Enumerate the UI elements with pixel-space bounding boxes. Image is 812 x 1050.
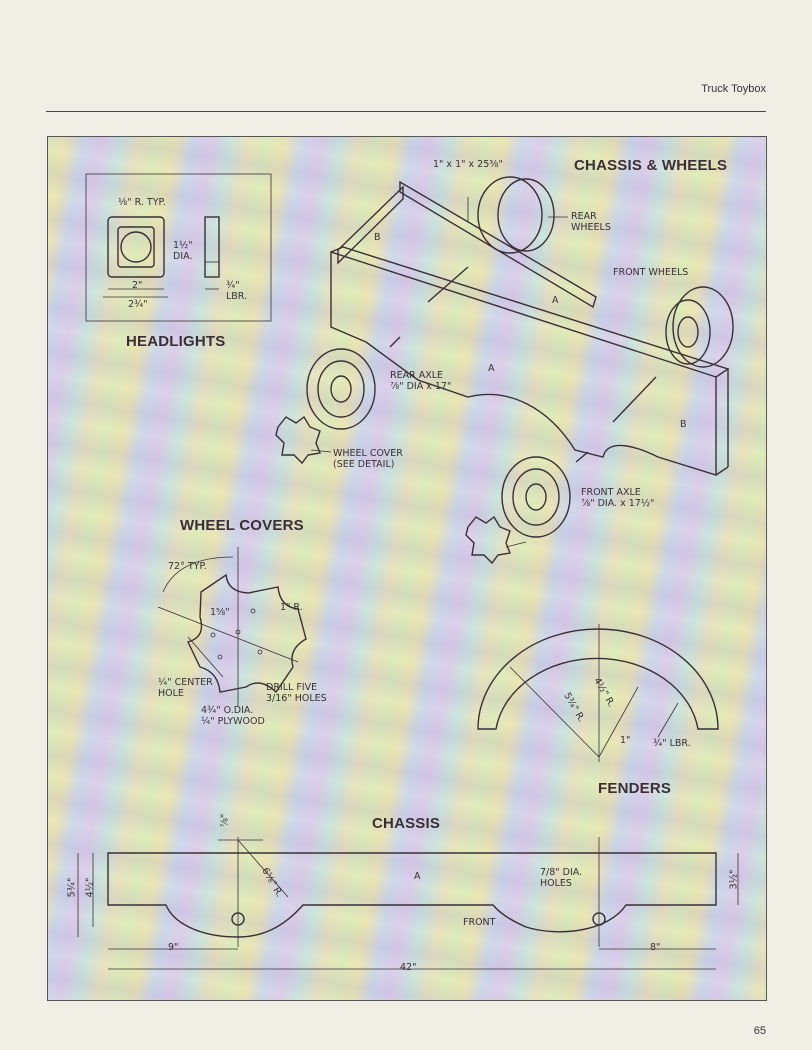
label-hl-radius: ⅛" R. TYP. bbox=[118, 197, 166, 208]
section-title-wheel-covers: WHEEL COVERS bbox=[180, 517, 304, 534]
section-title-chassis: CHASSIS bbox=[372, 815, 441, 832]
label-ch-534: 5¾" bbox=[66, 877, 78, 898]
label-wc-inner: 1⅝" bbox=[210, 607, 230, 618]
label-wc-dia: 4¾" O.DIA. ¼" PLYWOOD bbox=[201, 705, 265, 727]
label-rear-wheels: REAR WHEELS bbox=[571, 211, 611, 233]
label-hl-dia: 1½" DIA. bbox=[173, 240, 193, 262]
label-part-b2: B bbox=[680, 419, 687, 430]
label-wheel-cover-note: WHEEL COVER (SEE DETAIL) bbox=[333, 448, 403, 470]
label-wc-angle: 72° TYP. bbox=[168, 561, 207, 572]
label-part-a2: A bbox=[488, 363, 495, 374]
label-wc-center: ¼" CENTER HOLE bbox=[158, 677, 213, 699]
section-title-chassis-wheels: CHASSIS & WHEELS bbox=[574, 157, 728, 174]
label-hl-width2: 2¾" bbox=[128, 299, 148, 310]
header-rule bbox=[46, 111, 766, 112]
label-ch-front: FRONT bbox=[463, 917, 496, 928]
label-f-lbr: ¾" LBR. bbox=[653, 738, 691, 749]
label-ch-312: 3½" bbox=[728, 869, 740, 890]
label-ch-holes: 7/8" DIA. HOLES bbox=[540, 867, 583, 889]
headlights-drawing bbox=[85, 173, 272, 322]
label-top-rail: 1" x 1" x 25⅜" bbox=[433, 159, 503, 170]
page-number: 65 bbox=[753, 1025, 766, 1037]
label-rear-axle: REAR AXLE ⅞" DIA x 17" bbox=[390, 370, 452, 392]
label-ch-a: A bbox=[414, 871, 421, 882]
label-hl-width: 2" bbox=[132, 280, 143, 291]
diagram-panel: HEADLIGHTS CHASSIS & WHEELS WHEEL COVERS… bbox=[47, 136, 767, 1001]
label-front-axle: FRONT AXLE ⅞" DIA. x 17½" bbox=[581, 487, 655, 509]
label-wc-radius: 1" R. bbox=[280, 602, 303, 613]
label-f-1in: 1" bbox=[620, 735, 631, 746]
label-ch-9: 9" bbox=[168, 942, 179, 953]
moire-overlay bbox=[48, 137, 766, 1000]
label-front-wheels: FRONT WHEELS bbox=[613, 267, 689, 278]
fender-drawing bbox=[477, 624, 719, 762]
chassis-drawing bbox=[77, 837, 739, 970]
label-ch-8: 8" bbox=[650, 942, 661, 953]
label-hl-lbr: ¾" LBR. bbox=[226, 280, 248, 302]
label-ch-78: ⅞" bbox=[219, 813, 231, 828]
label-wc-drill: DRILL FIVE 3/16" HOLES bbox=[266, 682, 327, 704]
wheel-cover-drawing bbox=[157, 547, 307, 707]
page-header: Truck Toybox bbox=[701, 83, 766, 95]
chassis-wheels-drawing bbox=[275, 176, 734, 565]
label-ch-42: 42" bbox=[400, 962, 417, 973]
section-title-fenders: FENDERS bbox=[598, 780, 672, 797]
label-part-b1: B bbox=[374, 232, 381, 243]
label-ch-412: 4½" bbox=[84, 877, 96, 898]
drawing bbox=[77, 173, 739, 970]
label-part-a1: A bbox=[552, 295, 559, 306]
section-title-headlights: HEADLIGHTS bbox=[126, 333, 226, 350]
